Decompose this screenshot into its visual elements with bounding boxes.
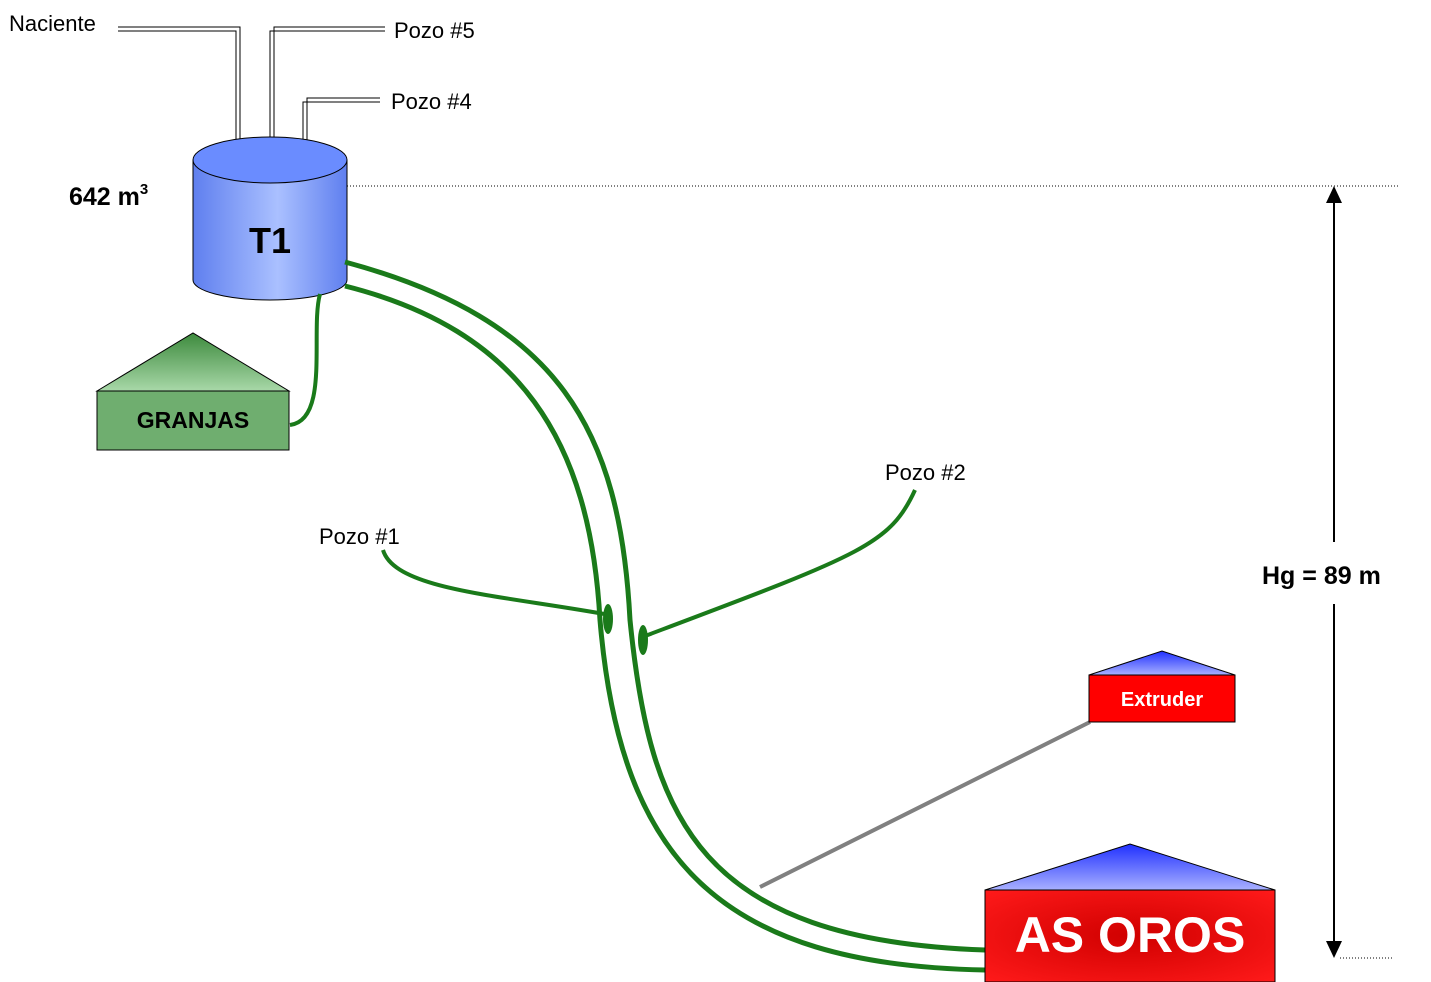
main-pipeline [344,259,986,973]
pozo1-pipe [381,549,611,617]
label-pozo1: Pozo #1 [319,524,400,549]
height-reference [347,185,1400,959]
pozo2-pipe [644,489,917,638]
granjas-label: GRANJAS [137,407,249,433]
height-label: Hg = 89 m [1262,562,1381,590]
granjas-building [95,332,291,451]
granjas-pipe [289,293,322,427]
label-pozo5: Pozo #5 [394,18,475,43]
label-naciente: Naciente [9,11,96,36]
asoros-label: AS OROS [1015,907,1246,963]
extruder-label: Extruder [1121,689,1203,711]
tank-t1 [192,136,348,301]
feed-lines [118,26,385,150]
asoros-building [984,843,1276,982]
extruder-building [1088,650,1236,723]
pozo2-joint [638,625,648,655]
arrow-down-icon [1326,941,1342,958]
label-pozo2: Pozo #2 [885,460,966,485]
tank-volume: 642 m3 [69,181,148,211]
arrow-up-icon [1326,186,1342,203]
label-pozo4: Pozo #4 [391,89,472,114]
tank-label: T1 [249,220,291,261]
pozo1-joint [603,604,613,634]
extruder-line [759,720,1091,889]
